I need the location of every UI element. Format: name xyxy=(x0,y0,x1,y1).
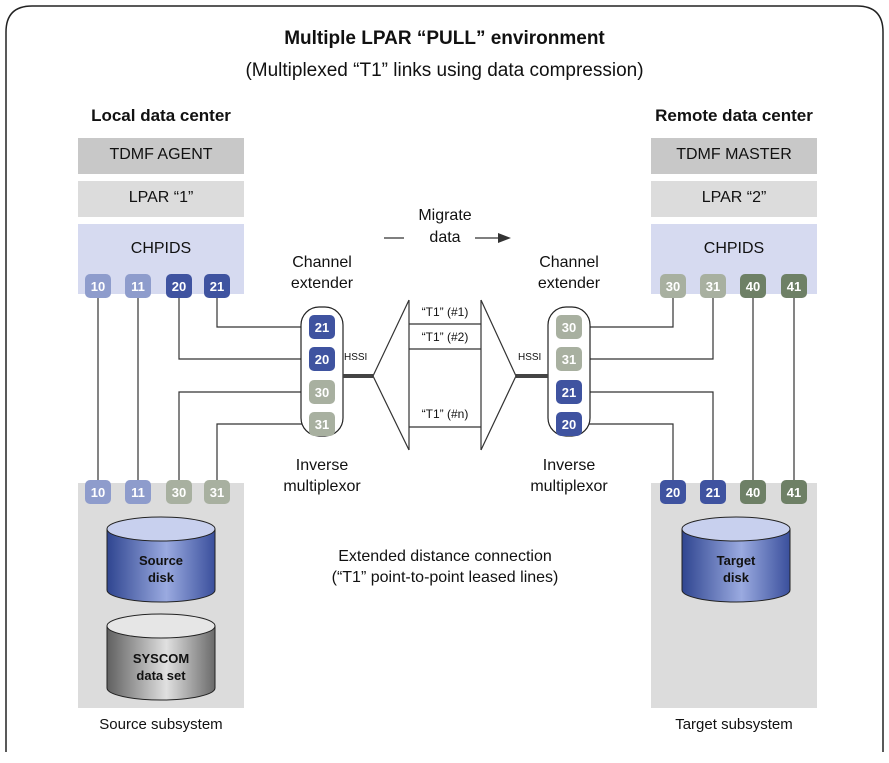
lpar-2-box xyxy=(651,181,817,217)
local-chpid-port: 10 xyxy=(85,274,111,298)
syscom-cylinder xyxy=(106,613,216,701)
migrate-label-line1: Migrate xyxy=(418,207,472,224)
right-channel-extender-label: Channel extender xyxy=(537,254,601,292)
remote-chpid-port: 40 xyxy=(740,274,766,298)
t1-link-n-label: “T1” (#n) xyxy=(421,407,469,421)
left-cabling xyxy=(97,298,303,481)
left-channel-extender-label: Channel extender xyxy=(290,254,354,292)
lpar-1-label: LPAR “1” xyxy=(128,189,194,206)
left-extender-port: 30 xyxy=(309,380,335,404)
target-subsystem-port: 20 xyxy=(660,480,686,504)
tdmf-agent-label: TDMF AGENT xyxy=(109,146,213,163)
lpar-1-box xyxy=(78,181,244,217)
local-data-center-heading: Local data center xyxy=(91,106,231,125)
left-inverse-multiplexor-label: Inverse multiplexor xyxy=(283,457,361,495)
source-subsystem-port: 10 xyxy=(85,480,111,504)
right-extender-port: 30 xyxy=(556,315,582,339)
right-inverse-multiplexor-label: Inverse multiplexor xyxy=(530,457,608,495)
right-hssi-label: HSSI xyxy=(518,352,542,363)
remote-chpid-port: 41 xyxy=(781,274,807,298)
right-cabling xyxy=(584,298,795,481)
target-subsystem-label: Target subsystem xyxy=(675,716,793,733)
lpar-2-label: LPAR “2” xyxy=(701,189,767,206)
diagram-title: Multiple LPAR “PULL” environment xyxy=(284,28,605,49)
source-subsystem-port: 30 xyxy=(166,480,192,504)
diagram-subtitle: (Multiplexed “T1” links using data compr… xyxy=(245,60,644,81)
local-chpid-port: 21 xyxy=(204,274,230,298)
remote-data-center-heading: Remote data center xyxy=(655,106,813,125)
t1-link-2-label: “T1” (#2) xyxy=(421,330,469,344)
syscom-data-set-label: SYSCOM data set xyxy=(132,651,190,683)
target-subsystem-port: 21 xyxy=(700,480,726,504)
right-extender-port: 20 xyxy=(556,412,582,436)
migrate-arrow xyxy=(384,233,511,243)
local-chpids-label: CHPIDS xyxy=(130,240,192,257)
right-extender-port: 21 xyxy=(556,380,582,404)
source-subsystem-port: 11 xyxy=(125,480,151,504)
target-disk-cylinder xyxy=(681,516,791,603)
outer-frame xyxy=(5,5,884,752)
left-extender-port: 31 xyxy=(309,412,335,436)
remote-chpids-label: CHPIDS xyxy=(703,240,765,257)
source-disk-label: Source disk xyxy=(138,553,184,585)
local-chpid-port: 20 xyxy=(166,274,192,298)
tdmf-master-label: TDMF MASTER xyxy=(676,146,792,163)
tdmf-master-box xyxy=(651,138,817,174)
remote-chpid-port: 30 xyxy=(660,274,686,298)
left-extender-port: 21 xyxy=(309,315,335,339)
t1-link-1-label: “T1” (#1) xyxy=(421,305,469,319)
left-extender-port: 20 xyxy=(309,347,335,371)
tdmf-agent-box xyxy=(78,138,244,174)
migrate-label-line2: data xyxy=(429,229,461,246)
source-subsystem-port: 31 xyxy=(204,480,230,504)
t1-links xyxy=(372,299,517,451)
source-subsystem-label: Source subsystem xyxy=(99,716,223,733)
right-extender-port: 31 xyxy=(556,347,582,371)
local-chpid-port: 11 xyxy=(125,274,151,298)
target-subsystem-port: 41 xyxy=(781,480,807,504)
extended-distance-connection-label: Extended distance connection (“T1” point… xyxy=(331,548,559,586)
remote-chpid-port: 31 xyxy=(700,274,726,298)
target-subsystem-port: 40 xyxy=(740,480,766,504)
left-hssi-label: HSSI xyxy=(344,352,368,363)
target-disk-label: Target disk xyxy=(716,553,756,585)
source-disk-cylinder xyxy=(106,516,216,603)
